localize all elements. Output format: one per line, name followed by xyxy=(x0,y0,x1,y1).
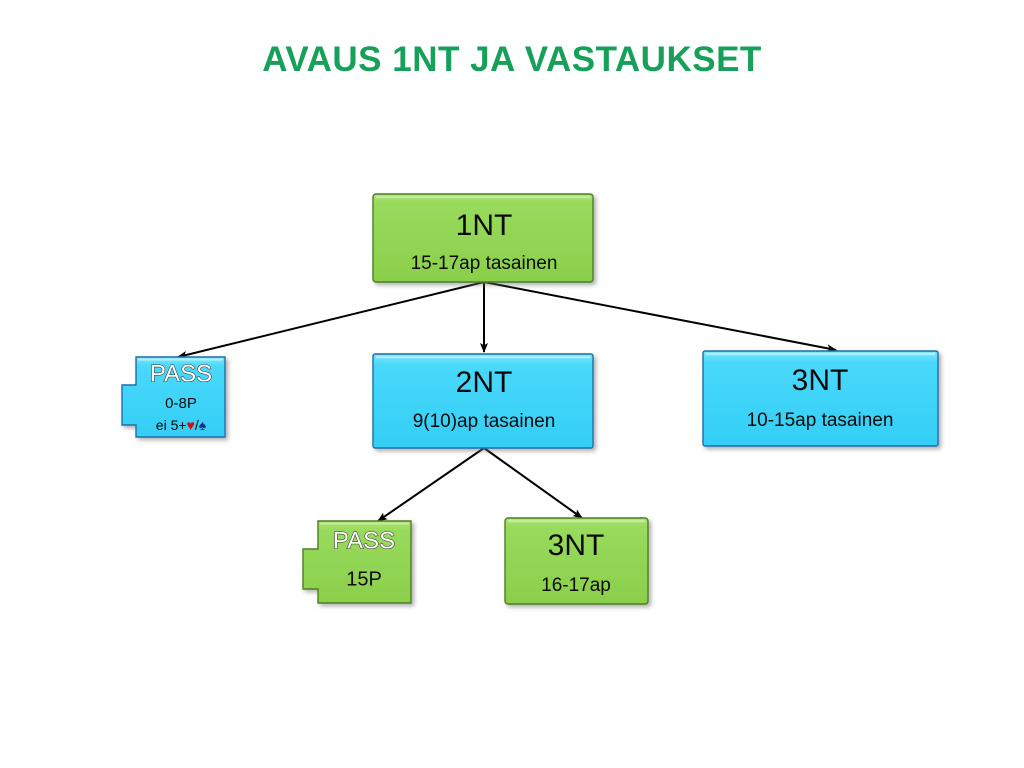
node-resp-2nt-subtitle: 9(10)ap tasainen xyxy=(413,411,556,432)
edge-2nt-to-3nt xyxy=(483,447,583,519)
edge-2nt-to-pass xyxy=(377,447,485,522)
node-resp-2nt[interactable] xyxy=(372,353,594,449)
node-resp-3nt-title: 3NT xyxy=(792,364,849,397)
node-pass-green-subtitle: 15P xyxy=(346,568,382,590)
heart-suit-icon: ♥ xyxy=(187,417,195,433)
node-pass-blue-subtitle2: ei 5+♥/♠ xyxy=(156,417,207,433)
node-pass-blue-subtitle: 0-8P xyxy=(165,395,197,412)
node-final-3nt-title: 3NT xyxy=(548,529,605,562)
node-resp-2nt-body xyxy=(372,353,594,449)
node-pass-blue-title: PASS xyxy=(150,360,212,387)
node-final-3nt-body xyxy=(504,517,649,605)
node-pass-green-title: PASS xyxy=(333,527,395,554)
node-pass-green[interactable] xyxy=(302,520,412,604)
node-resp-2nt-title: 2NT xyxy=(456,366,513,399)
node-resp-3nt-body xyxy=(702,350,939,447)
node-final-3nt[interactable] xyxy=(504,517,649,605)
node-open-1nt-title: 1NT xyxy=(456,209,513,242)
page-title: AVAUS 1NT JA VASTAUKSET xyxy=(262,40,762,79)
node-pass-blue[interactable] xyxy=(121,356,226,438)
pass-blue-prefix-text: ei 5+ xyxy=(156,417,187,433)
node-open-1nt[interactable] xyxy=(372,193,594,283)
node-open-1nt-subtitle: 15-17ap tasainen xyxy=(411,253,558,274)
node-resp-3nt[interactable] xyxy=(702,350,939,447)
edge-1nt-to-3nt xyxy=(483,281,837,353)
node-open-1nt-body xyxy=(372,193,594,283)
spade-suit-icon: ♠ xyxy=(199,417,207,433)
pass-blue-separator: / xyxy=(195,417,199,433)
node-pass-green-body xyxy=(302,520,412,604)
node-resp-3nt-subtitle: 10-15ap tasainen xyxy=(747,410,894,431)
edge-1nt-to-pass xyxy=(177,281,485,359)
node-final-3nt-subtitle: 16-17ap xyxy=(541,575,611,596)
node-pass-blue-body xyxy=(121,356,226,438)
connector-group xyxy=(177,281,837,522)
